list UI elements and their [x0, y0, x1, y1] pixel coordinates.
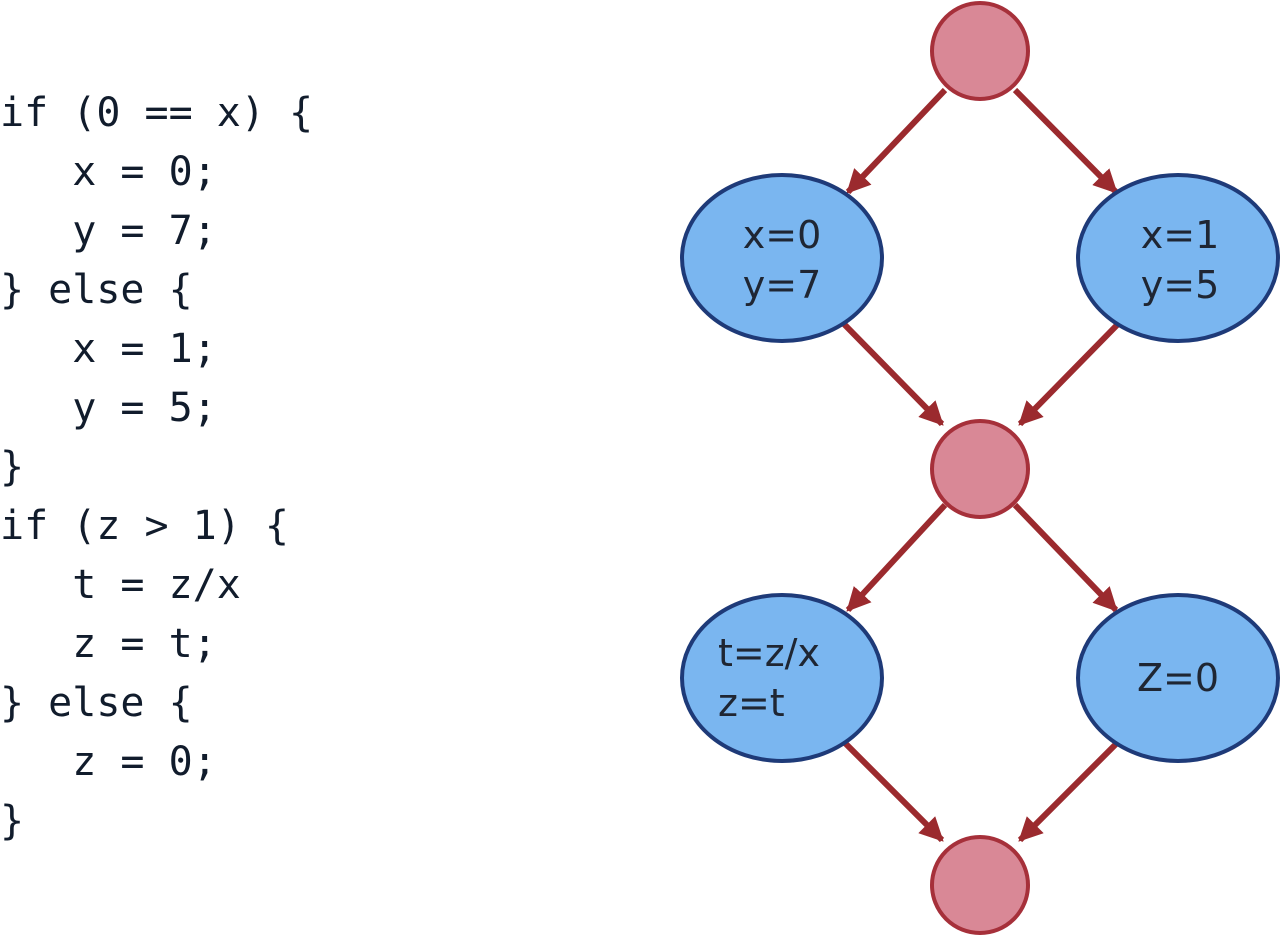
- edge-else2-to-exit: [1017, 737, 1123, 843]
- code-line: } else {: [0, 680, 193, 726]
- code-line: t = z/x: [0, 562, 241, 608]
- block-else1-shape: [1076, 173, 1280, 343]
- code-line: if (0 == x) {: [0, 90, 314, 136]
- edges: [839, 87, 1123, 843]
- block-then2-line2: z=t: [718, 681, 785, 725]
- edge-then2-to-exit: [839, 737, 945, 843]
- code-line: if (z > 1) {: [0, 503, 289, 549]
- code-line: x = 0;: [0, 149, 217, 195]
- code-listing: if (0 == x) { x = 0; y = 7; } else { x =…: [0, 84, 620, 851]
- block-else1-line1: x=1: [1141, 213, 1220, 257]
- block-then2: t=z/x z=t: [680, 593, 884, 763]
- edge-entry-to-then1: [845, 87, 948, 195]
- block-then1-line2: y=7: [743, 263, 822, 307]
- block-then2-line1: t=z/x: [718, 631, 820, 675]
- code-line: y = 7;: [0, 208, 217, 254]
- code-line: x = 1;: [0, 326, 217, 372]
- exit-node: [930, 835, 1030, 935]
- code-line: }: [0, 798, 25, 844]
- block-else2: Z=0: [1076, 593, 1280, 763]
- edge-entry-to-else1: [1012, 87, 1119, 195]
- edge-then1-to-join: [839, 319, 945, 427]
- block-then2-shape: [680, 593, 884, 763]
- block-then1-line1: x=0: [743, 213, 822, 257]
- block-then1: x=0 y=7: [680, 173, 884, 343]
- block-then1-shape: [680, 173, 884, 343]
- join-node: [930, 419, 1030, 519]
- edge-else1-to-join: [1017, 319, 1123, 427]
- block-else1: x=1 y=5: [1076, 173, 1280, 343]
- code-line: }: [0, 444, 25, 490]
- code-line: y = 5;: [0, 385, 217, 431]
- code-line: z = t;: [0, 621, 217, 667]
- block-else2-line1: Z=0: [1137, 656, 1219, 700]
- code-line: } else {: [0, 267, 193, 313]
- code-line: z = 0;: [0, 739, 217, 785]
- block-else1-line2: y=5: [1141, 263, 1220, 307]
- edge-join-to-else2: [1012, 502, 1119, 613]
- edge-join-to-then2: [845, 502, 948, 613]
- entry-node: [930, 1, 1030, 101]
- block-else2-shape: [1076, 593, 1280, 763]
